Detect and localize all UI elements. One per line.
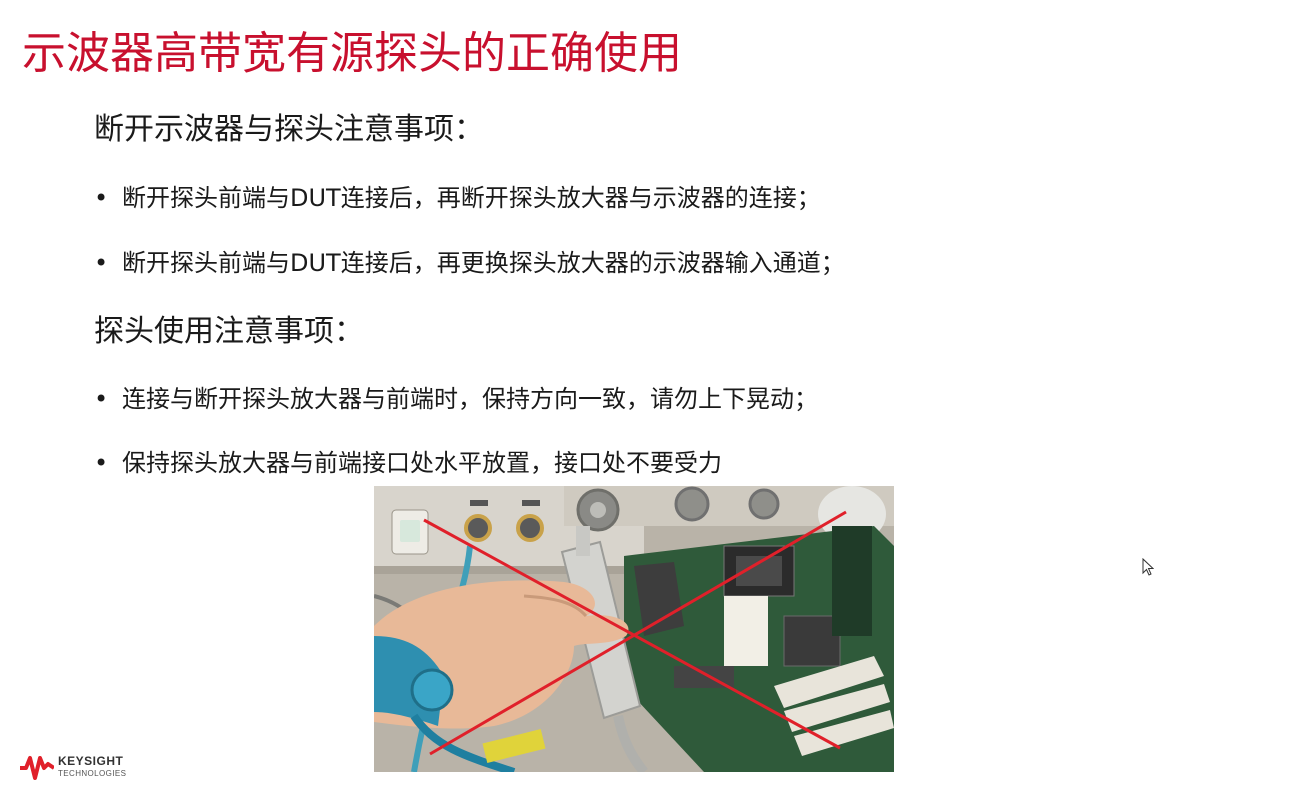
logo-name: KEYSIGHT (58, 754, 124, 768)
mouse-pointer-icon (1142, 558, 1154, 576)
probe-usage-photo (374, 486, 894, 772)
bullet-dot: • (94, 249, 109, 277)
bullet-text: 断开探头前端与DUT连接后，再更换探头放大器的示波器输入通道； (122, 249, 845, 277)
bullet-text: 连接与断开探头放大器与前端时，保持方向一致，请勿上下晃动； (122, 385, 818, 413)
section-heading-usage: 探头使用注意事项： (94, 314, 364, 349)
section-heading-disconnect: 断开示波器与探头注意事项： (94, 112, 484, 147)
bullet-item: • 断开探头前端与DUT连接后，再断开探头放大器与示波器的连接； (94, 181, 821, 215)
bullet-text: 保持探头放大器与前端接口处水平放置，接口处不要受力 (122, 449, 722, 477)
bullet-dot: • (94, 449, 109, 477)
bullet-text: 断开探头前端与DUT连接后，再断开探头放大器与示波器的连接； (122, 184, 821, 212)
bullet-item: • 保持探头放大器与前端接口处水平放置，接口处不要受力 (94, 446, 722, 480)
keysight-logo: KEYSIGHT TECHNOLOGIES (20, 750, 140, 784)
keysight-wave-icon (20, 756, 54, 780)
logo-subtitle: TECHNOLOGIES (58, 769, 127, 778)
incorrect-usage-cross-icon (423, 518, 841, 750)
bullet-dot: • (94, 184, 109, 212)
slide-title: 示波器高带宽有源探头的正确使用 (22, 28, 682, 79)
probe-photo-illustration (374, 486, 894, 772)
incorrect-usage-cross-icon (429, 510, 847, 756)
bullet-item: • 连接与断开探头放大器与前端时，保持方向一致，请勿上下晃动； (94, 382, 818, 416)
bullet-item: • 断开探头前端与DUT连接后，再更换探头放大器的示波器输入通道； (94, 246, 845, 280)
bullet-dot: • (94, 385, 109, 413)
